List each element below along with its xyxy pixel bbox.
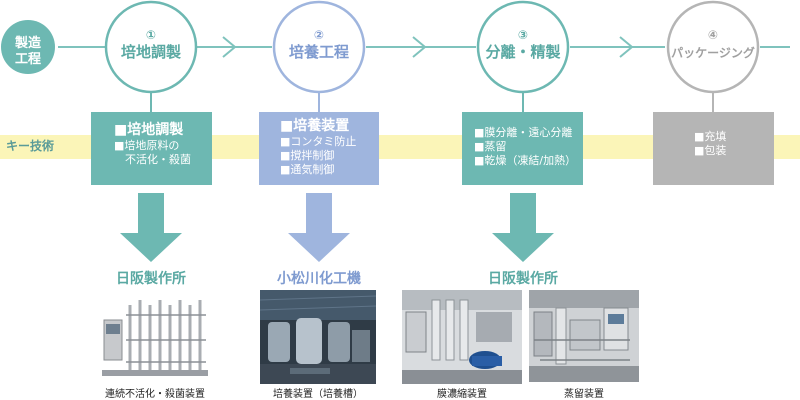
tech-item: 不活化・殺菌 [125, 153, 191, 166]
tech-box-4: ■充填 ■包装 [694, 130, 726, 158]
process-label-circle [1, 20, 55, 74]
tech-item: ■充填 [694, 130, 727, 143]
tech-item: ■撹拌制御 [280, 149, 335, 162]
step-title-2: 培養工程 [288, 43, 349, 61]
caption-2: 培養装置（培養槽） [273, 389, 363, 400]
process-label-line1: 製造 [14, 36, 41, 51]
equipment-photo-3 [402, 290, 522, 384]
maker-name-1: 日阪製作所 [116, 271, 186, 287]
key-tech-label: キー技術 [6, 139, 55, 153]
tech-item: ■乾燥（凍結/加熱） [474, 154, 577, 167]
step-number-1: ① [145, 28, 157, 42]
step-title-1: 培地調製 [120, 43, 181, 61]
tech-box-3: ■膜分離・遠心分離 ■蒸留 ■乾燥（凍結/加熱） [474, 126, 576, 168]
down-arrow-1 [120, 193, 182, 262]
caption-4: 蒸留装置 [564, 389, 604, 400]
tech-box-3-bg [462, 112, 583, 185]
tech-box-1: ■培地調製 ■培地原料の 不活化・殺菌 [114, 122, 191, 167]
equipment-photo-1 [100, 293, 210, 381]
tech-item: ■コンタミ防止 [280, 135, 357, 148]
maker-name-2: 小松川化工機 [277, 271, 361, 287]
tech-item: ■培地調製 [114, 122, 184, 138]
tech-box-2-bg [259, 112, 379, 185]
tech-box-4-bg [653, 112, 774, 185]
caption-3: 膜濃縮装置 [437, 389, 487, 400]
tech-box-2: ■培養装置 ■コンタミ防止 ■撹拌制御 ■通気制御 [280, 118, 356, 177]
equipment-photo-4 [529, 290, 639, 382]
tech-item: ■通気制御 [280, 163, 335, 176]
step-number-4: ④ [707, 28, 719, 42]
caption-1: 連続不活化・殺菌装置 [105, 389, 205, 400]
tech-item: ■培地原料の [114, 139, 180, 152]
step-title-4: パッケージング [671, 46, 755, 60]
down-arrow-3 [492, 193, 554, 262]
equipment-photo-2 [259, 290, 377, 384]
tech-box-1-bg [91, 112, 212, 185]
step-title-3: 分離・精製 [485, 43, 561, 61]
process-label-line2: 工程 [14, 52, 41, 67]
down-arrow-2 [288, 193, 350, 262]
tech-item: ■包装 [694, 144, 727, 157]
maker-name-3: 日阪製作所 [488, 271, 558, 287]
step-number-3: ③ [517, 28, 529, 42]
tech-item: ■膜分離・遠心分離 [474, 126, 573, 139]
tech-item: ■蒸留 [474, 140, 507, 153]
process-label: 製造 工程 [0, 36, 56, 68]
step-number-2: ② [313, 28, 325, 42]
tech-item: ■培養装置 [280, 118, 350, 134]
